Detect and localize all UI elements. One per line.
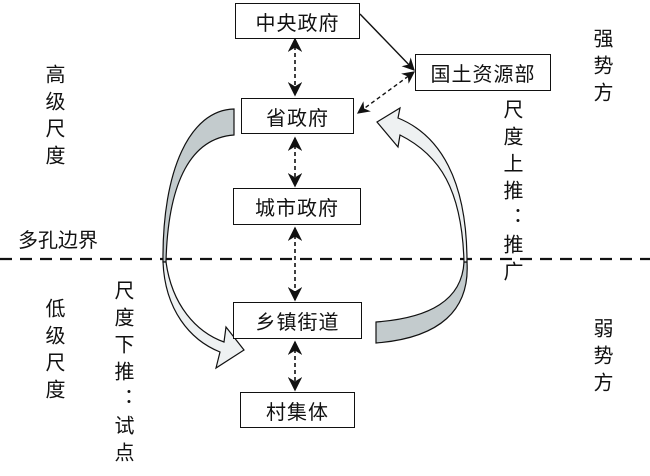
node-label: 国土资源部 <box>430 62 536 86</box>
node-land-resources-ministry: 国土资源部 <box>415 54 551 91</box>
node-city-government: 城市政府 <box>233 188 361 225</box>
node-central-government: 中央政府 <box>235 3 360 39</box>
label-porous-boundary: 多孔边界 <box>18 228 98 252</box>
scale-down-arrow-upper <box>162 108 235 263</box>
node-label: 中央政府 <box>255 10 340 35</box>
label-high-scale: 高级尺度 <box>42 64 66 172</box>
scale-up-arrow-upper <box>376 106 468 263</box>
node-label: 乡镇街道 <box>255 310 340 334</box>
label-strong-party: 强势方 <box>590 28 614 109</box>
node-provincial-government: 省政府 <box>241 98 354 134</box>
label-low-scale: 低级尺度 <box>42 298 66 406</box>
node-label: 城市政府 <box>255 196 339 220</box>
node-township-street: 乡镇街道 <box>233 302 362 339</box>
label-weak-party: 弱势方 <box>590 318 614 399</box>
node-label: 省政府 <box>266 105 329 130</box>
label-scale-up-promotion: 尺度上推：推广 <box>500 99 524 288</box>
node-label: 村集体 <box>266 399 329 424</box>
scale-down-arrow-lower <box>162 261 245 370</box>
scale-up-arrow-lower <box>375 261 468 344</box>
edge-land-provincial <box>356 71 416 114</box>
edge-central-land <box>359 13 415 71</box>
node-village-collective: 村集体 <box>240 392 355 428</box>
label-scale-down-pilot: 尺度下推：试点 <box>111 280 135 469</box>
